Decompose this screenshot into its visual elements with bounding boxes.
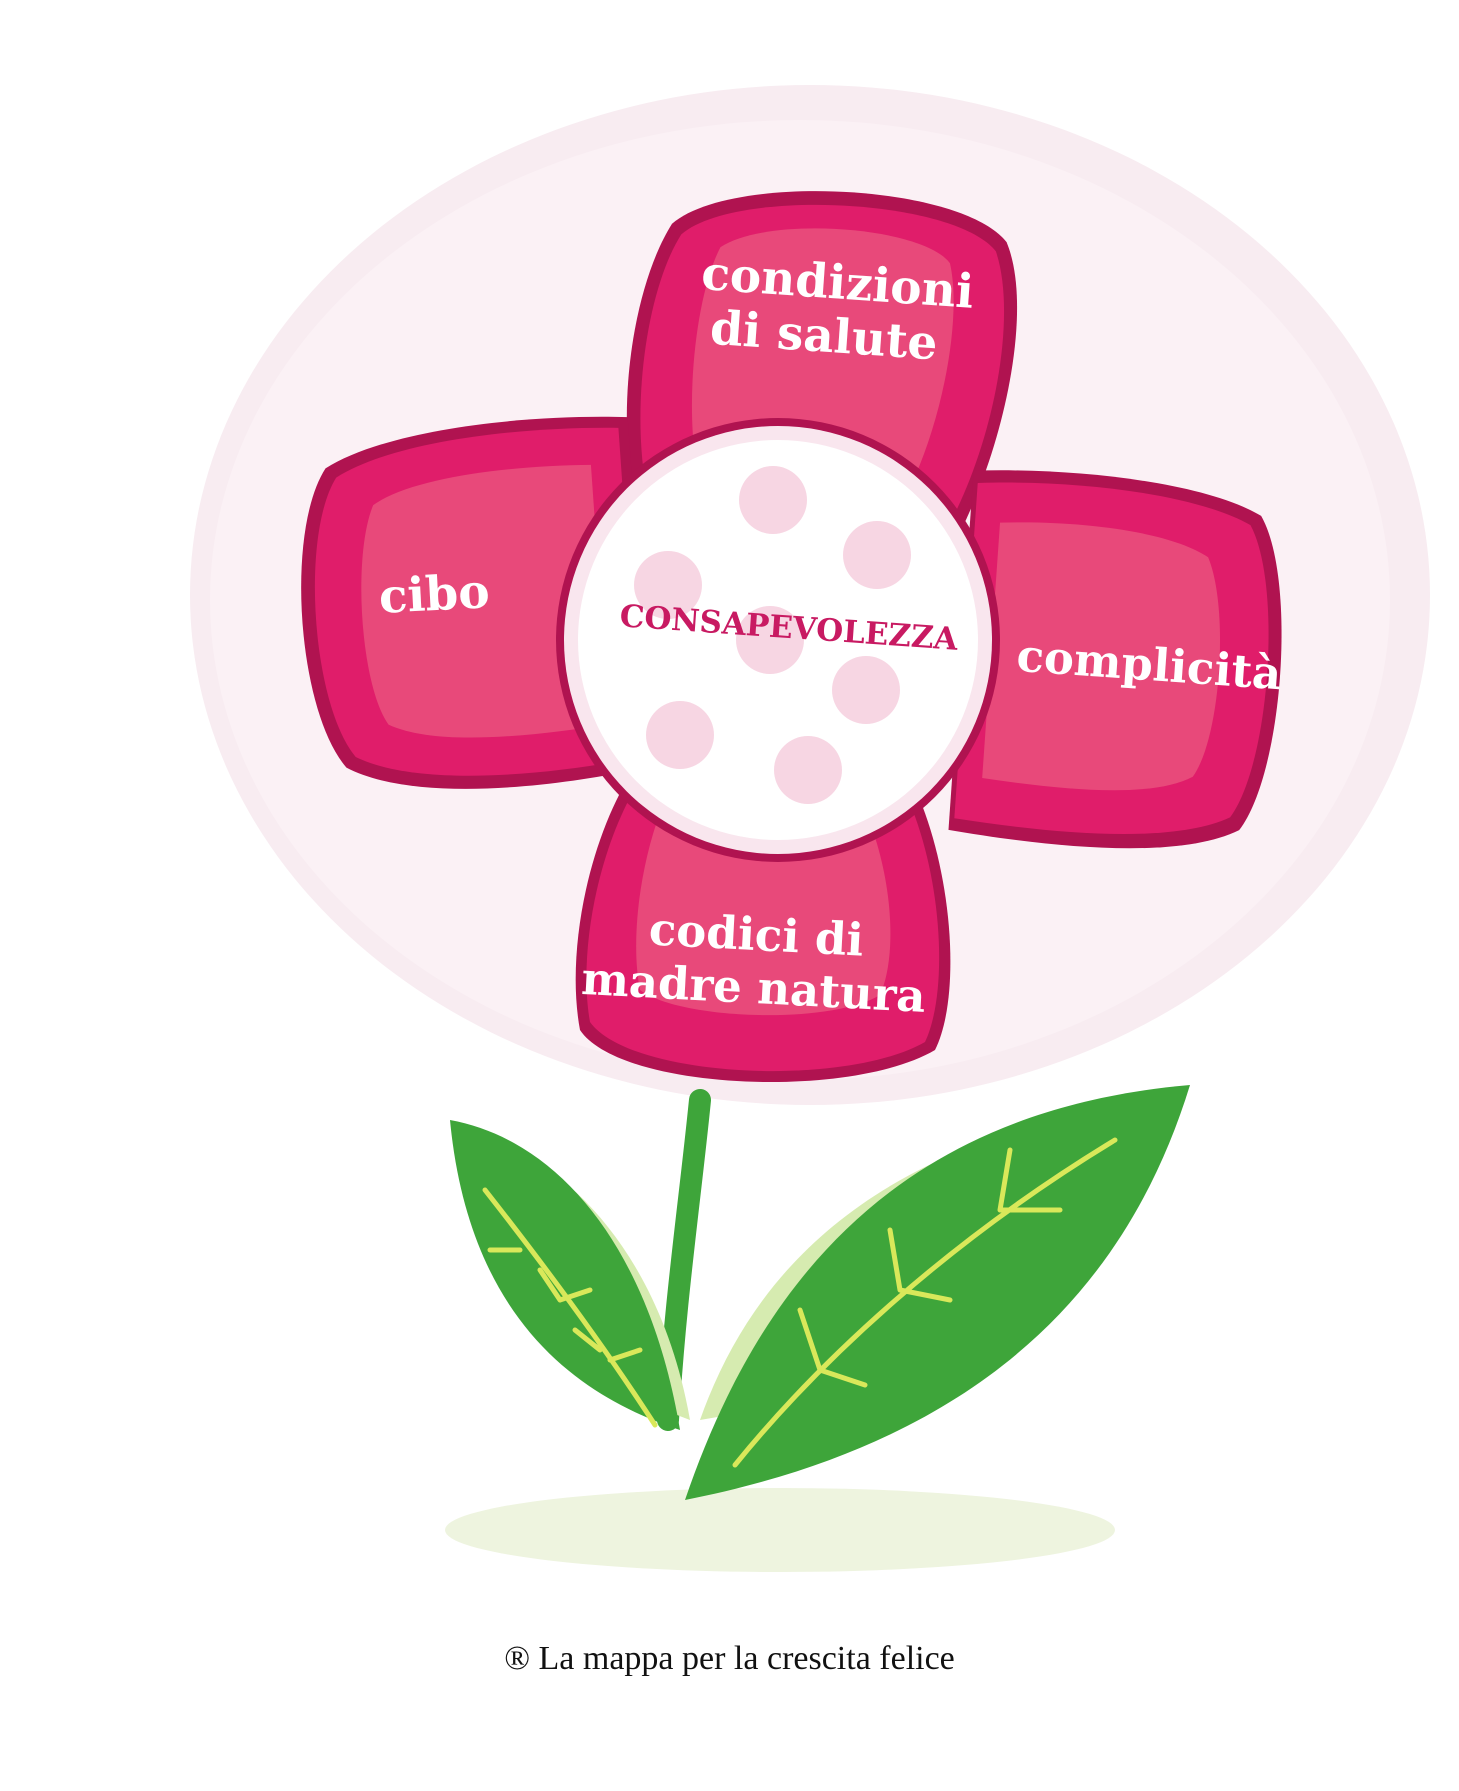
- leaf-right: [685, 1085, 1190, 1500]
- ground-shadow: [445, 1488, 1115, 1572]
- center-dots: [634, 466, 911, 804]
- petal-bottom-label-line1: codici di: [648, 902, 865, 966]
- leaf-right-vein: [732, 1137, 1118, 1468]
- petal-top-label: condizioni di salute: [700, 246, 976, 371]
- caption: ® La mappa per la crescita felice: [504, 1640, 955, 1677]
- leaf-left-vein: [482, 1187, 658, 1428]
- leaf-left: [450, 1120, 680, 1430]
- petal-left-label: cibo: [377, 564, 490, 625]
- petal-right: [948, 470, 1282, 849]
